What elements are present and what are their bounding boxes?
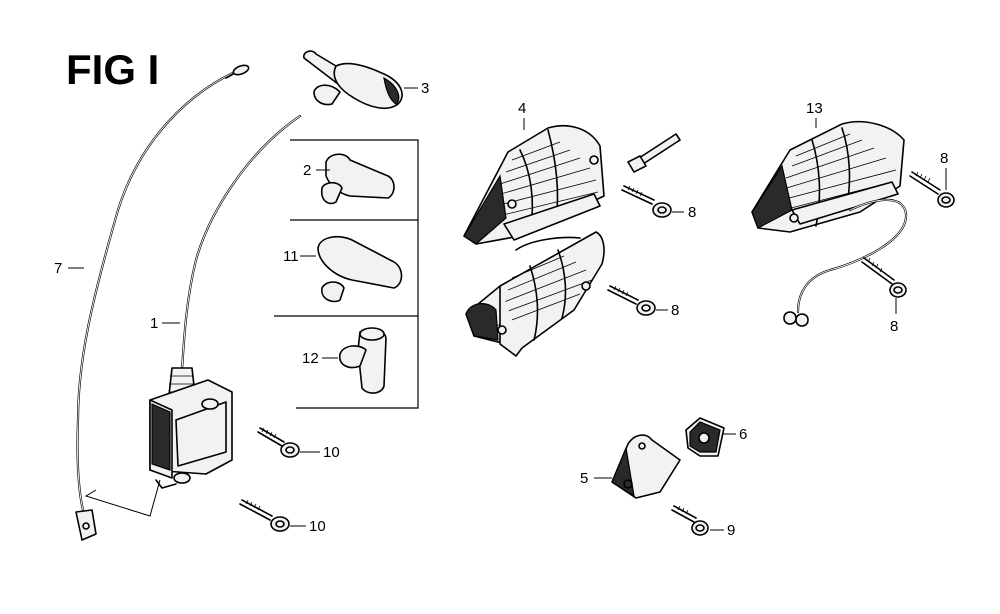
callout-5: 5 — [580, 470, 588, 487]
nut-plate-part-6 — [685, 417, 725, 457]
bolt-part-8-c — [909, 171, 955, 208]
callout-13: 13 — [806, 100, 823, 117]
callout-8-a: 8 — [688, 204, 696, 221]
callout-6: 6 — [739, 426, 747, 443]
callout-8-c: 8 — [940, 150, 948, 167]
plug-cap-part-2 — [320, 153, 395, 205]
callout-1: 1 — [150, 315, 158, 332]
bolt-part-10-lower — [239, 499, 290, 532]
plug-cap-part-12 — [339, 327, 387, 394]
callout-9: 9 — [727, 522, 735, 539]
callout-3: 3 — [421, 80, 429, 97]
callout-12: 12 — [302, 350, 319, 367]
bracket-part-5 — [611, 434, 681, 499]
bolt-part-8-a — [621, 185, 672, 218]
callout-2: 2 — [303, 162, 311, 179]
ignition-module-part-4-upper — [463, 124, 605, 245]
callout-8-b: 8 — [671, 302, 679, 319]
callout-10-upper: 10 — [323, 444, 340, 461]
ignition-module-lower — [465, 231, 605, 357]
bolt-part-8-b — [607, 285, 656, 316]
callout-8-d: 8 — [890, 318, 898, 335]
plug-cap-part-11 — [317, 235, 403, 303]
connector-pin — [627, 133, 681, 173]
callout-4: 4 — [518, 100, 526, 117]
plug-cap-part-3 — [302, 50, 403, 110]
screw-part-9 — [671, 505, 709, 536]
bolt-part-10-upper — [257, 427, 300, 458]
callout-10-lower: 10 — [309, 518, 326, 535]
callout-11: 11 — [283, 248, 299, 265]
alternate-caps-frame — [274, 139, 419, 409]
ignition-module-part-13 — [751, 120, 908, 327]
bolt-part-8-d — [861, 257, 907, 298]
figure-title: FIG I — [66, 46, 159, 93]
ignition-coil-part-1 — [149, 114, 302, 489]
ground-wire-part-7 — [75, 64, 250, 541]
callout-7: 7 — [54, 260, 62, 277]
